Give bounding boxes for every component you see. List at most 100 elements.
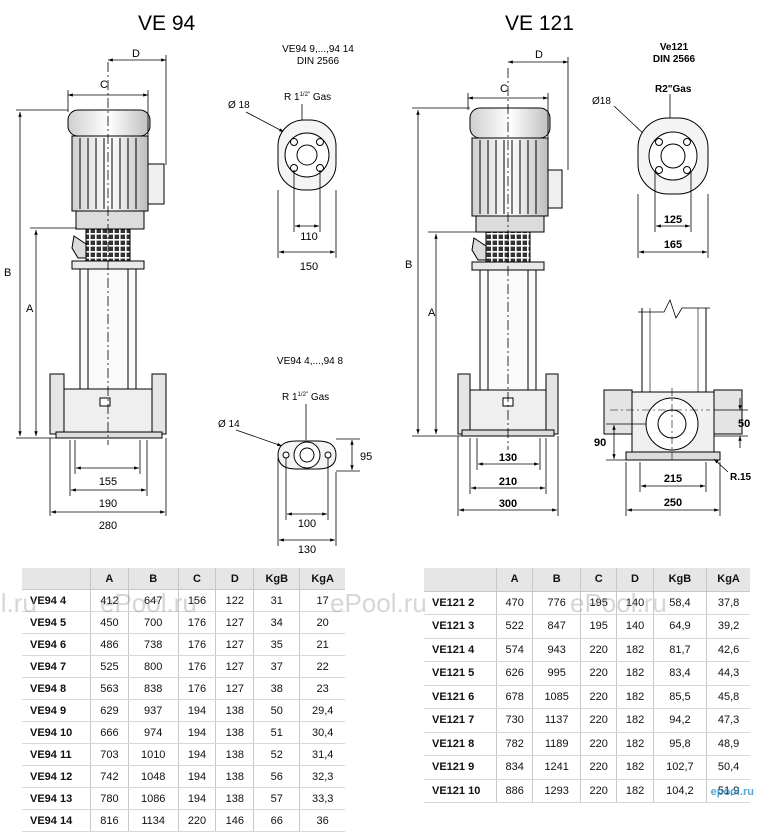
model-cell: VE94 8 [22, 677, 91, 700]
label-b-ve121: B [405, 259, 412, 271]
value-cell: 35 [253, 633, 300, 656]
flange-right-title-2: DIN 2566 [653, 54, 696, 65]
value-cell: 220 [580, 638, 617, 662]
value-cell: 38 [253, 677, 300, 700]
dim-a-ve121 [428, 231, 476, 434]
value-cell: 17 [299, 589, 345, 612]
table-header-cell: KgB [652, 568, 707, 592]
value-cell: 1010 [127, 743, 179, 766]
model-cell: VE94 10 [22, 721, 91, 744]
flange-bottom-thread: R 11/2" Gas [282, 392, 329, 403]
value-cell: 50 [253, 699, 300, 722]
value-cell: 995 [532, 661, 581, 686]
dim-280: 280 [99, 520, 117, 532]
value-cell: 83,4 [652, 661, 707, 686]
value-cell: 138 [215, 787, 254, 810]
value-cell: 220 [580, 779, 617, 803]
value-cell: 522 [495, 614, 533, 639]
value-cell: 30,4 [299, 721, 345, 744]
value-cell: 32,3 [299, 765, 345, 788]
value-cell: 81,7 [652, 638, 707, 662]
value-cell: 23 [299, 677, 345, 700]
value-cell: 127 [215, 611, 254, 634]
value-cell: 1086 [127, 787, 179, 810]
table-header-cell: A [90, 568, 129, 590]
value-cell: 182 [616, 685, 654, 709]
flange-bottom-hole: Ø 14 [218, 419, 240, 430]
model-cell: VE121 2 [424, 591, 497, 615]
value-cell: 138 [215, 699, 254, 722]
value-cell: 220 [580, 732, 617, 756]
value-cell: 29,4 [299, 699, 345, 722]
value-cell: 58,4 [652, 591, 707, 615]
value-cell: 1189 [532, 732, 581, 756]
value-cell: 50,4 [706, 755, 750, 780]
table-header-cell [22, 568, 91, 590]
value-cell: 44,3 [706, 661, 750, 686]
model-cell: VE121 10 [424, 779, 497, 803]
flange-bottom-drawing [235, 404, 360, 546]
value-cell: 647 [127, 589, 179, 612]
flange-top-150: 150 [300, 261, 318, 273]
model-cell: VE94 4 [22, 589, 91, 612]
value-cell: 195 [580, 614, 617, 639]
value-cell: 800 [127, 655, 179, 678]
value-cell: 95,8 [652, 732, 707, 756]
dim-d-ve121 [507, 57, 569, 170]
flange-top-110: 110 [300, 231, 318, 243]
dim-210-right: 210 [499, 476, 517, 488]
value-cell: 138 [215, 765, 254, 788]
table-header-cell: D [215, 568, 254, 590]
base-side-view [603, 298, 748, 516]
base-dim-50: 50 [738, 418, 750, 430]
model-cell: VE94 13 [22, 787, 91, 810]
value-cell: 127 [215, 633, 254, 656]
dims-horizontal-ve94 [49, 438, 167, 516]
value-cell: 782 [495, 732, 533, 756]
value-cell: 176 [177, 677, 216, 700]
table-header-cell: A [495, 568, 533, 592]
value-cell: 182 [616, 708, 654, 733]
value-cell: 39,2 [706, 614, 750, 639]
flange-right-drawing [613, 94, 709, 258]
label-d-ve94: D [132, 48, 140, 60]
value-cell: 194 [177, 787, 216, 810]
value-cell: 22 [299, 655, 345, 678]
dim-c-ve94 [67, 90, 149, 136]
value-cell: 195 [580, 591, 617, 615]
value-cell: 816 [90, 809, 129, 832]
value-cell: 780 [90, 787, 129, 810]
value-cell: 21 [299, 633, 345, 656]
value-cell: 182 [616, 661, 654, 686]
value-cell: 412 [90, 589, 129, 612]
value-cell: 1293 [532, 779, 581, 803]
model-cell: VE94 7 [22, 655, 91, 678]
value-cell: 48,9 [706, 732, 750, 756]
value-cell: 104,2 [652, 779, 707, 803]
value-cell: 1134 [127, 809, 179, 832]
model-cell: VE94 11 [22, 743, 91, 766]
value-cell: 182 [616, 638, 654, 662]
value-cell: 127 [215, 655, 254, 678]
base-dim-90: 90 [594, 437, 606, 449]
title-ve121: VE 121 [505, 12, 574, 35]
value-cell: 176 [177, 633, 216, 656]
value-cell: 776 [532, 591, 581, 615]
dim-130-right: 130 [499, 452, 517, 464]
value-cell: 140 [616, 614, 654, 639]
model-cell: VE121 4 [424, 638, 497, 662]
model-cell: VE121 8 [424, 732, 497, 756]
value-cell: 486 [90, 633, 129, 656]
dim-a-ve94 [30, 227, 76, 436]
label-c-ve121: C [500, 83, 508, 95]
value-cell: 220 [580, 755, 617, 780]
table-header-cell [424, 568, 497, 592]
